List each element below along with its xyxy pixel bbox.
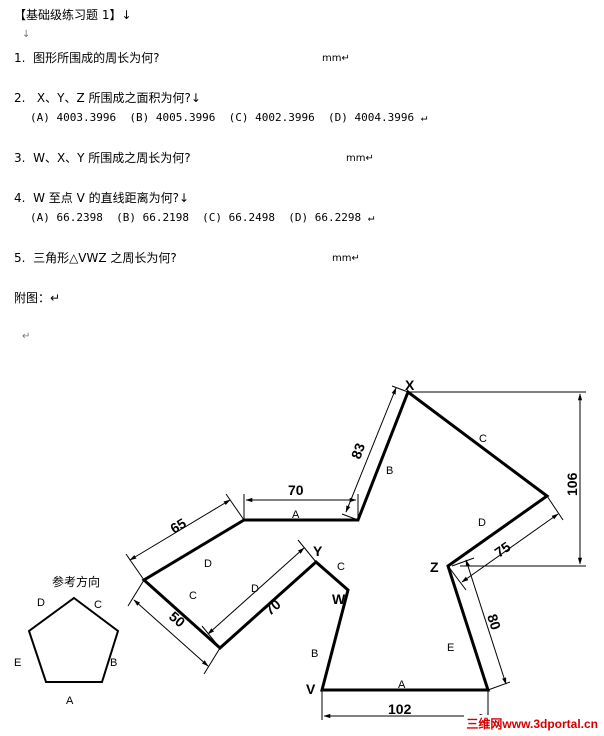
question-4-options: (A) 66.2398 (B) 66.2198 (C) 66.2498 (D) … [30,211,375,224]
watermark-logo: 三维网www.3dportal.cn [464,715,600,732]
question-5: 5. 三角形△VWZ 之周长为何? [14,251,177,265]
dim-102: 102 [388,701,412,717]
point-y-label: Y [313,543,323,559]
dim-106: 106 [564,472,580,496]
edge-label-c-y: C [337,561,345,573]
question-4: 4. W 至点 V 的直线距离为何?↓ [14,191,190,205]
dim-70-top: 70 [288,482,304,498]
point-x-label: X [405,377,415,393]
reference-label-c: C [94,599,102,611]
reference-label-d: D [37,597,45,609]
question-1: 1. 图形所围成的周长为何? [14,51,160,65]
edge-label-e-right: E [447,642,454,654]
dim-83: 83 [348,441,368,461]
dim-75: 75 [492,538,514,560]
dim-50: 50 [166,608,188,630]
edge-label-c-right: C [479,433,487,445]
paragraph-mark-2: ↵ [22,331,31,342]
reference-title: 参考方向 [52,574,100,589]
question-5-unit: mm↵ [332,253,360,264]
paragraph-mark: ↓ [22,29,31,40]
attachment-label: 附图：↵ [14,291,61,305]
question-1-unit: mm↵ [322,53,350,64]
reference-label-b: B [110,657,117,669]
edge-label-b-left: B [311,648,318,660]
edge-label-d-mid: D [251,583,259,595]
question-2-options: (A) 4003.3996 (B) 4005.3996 (C) 4002.399… [30,111,428,124]
reference-pentagon [27,596,120,683]
edge-label-d-right: D [478,517,486,529]
dimension-lines [129,387,583,719]
point-z-label: Z [430,559,439,575]
question-2: 2. X、Y、Z 所围成之面积为何?↓ [14,91,201,105]
edge-label-b-right: B [386,465,393,477]
edge-label-c-left: C [189,590,197,602]
dim-80: 80 [484,612,504,632]
question-3: 3. W、X、Y 所围成之周长为何? [14,151,191,165]
point-w-label: W [332,591,346,607]
edge-label-d-left: D [204,558,212,570]
extension-lines [125,385,586,720]
dim-70-mid: 70 [261,596,283,618]
point-v-label: V [306,681,316,697]
reference-label-e: E [14,657,21,669]
question-3-unit: mm↵ [346,153,374,164]
edge-label-a-top: A [292,509,300,521]
edge-label-a-bottom: A [398,679,406,691]
exercise-title: 【基础级练习题 1】↓ [14,8,132,22]
reference-label-a: A [66,695,74,707]
dim-65: 65 [167,515,189,537]
